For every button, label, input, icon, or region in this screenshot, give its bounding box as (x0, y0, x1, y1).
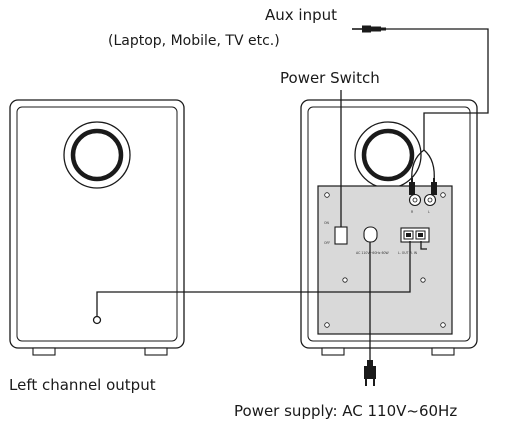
right-woofer-cone (361, 128, 415, 182)
power-switch-label: Power Switch (280, 69, 380, 87)
speaker-terminal-label: L. OUT R. IN (398, 251, 418, 255)
panel-screw (342, 277, 348, 283)
right-speaker-foot-right (431, 347, 455, 356)
power-plug-icon (364, 360, 376, 386)
right-speaker: ON OFF AC 110V~60Hz 60W R L L. OUT R. IN (300, 99, 478, 356)
left-woofer-cone (70, 128, 124, 182)
left-channel-input-port (92, 315, 102, 325)
left-speaker-foot-right (144, 347, 168, 356)
rca-input-right-pin (412, 197, 418, 203)
left-speaker-cabinet (9, 99, 185, 349)
panel-screw (324, 322, 330, 328)
aux-input-devices-label: (Laptop, Mobile, TV etc.) (108, 33, 280, 49)
switch-off-label: OFF (324, 241, 330, 245)
aux-input-label: Aux input (265, 6, 337, 24)
terminal-negative-clip (418, 233, 423, 237)
ac-power-socket[interactable] (363, 226, 378, 243)
left-speaker (9, 99, 185, 356)
rca-r-label: R (411, 210, 414, 214)
rca-input-left-pin (427, 197, 433, 203)
aux-plug-icon (352, 25, 386, 33)
rca-input-left[interactable] (423, 193, 437, 207)
right-speaker-inner-edge (307, 106, 471, 342)
panel-screw (324, 192, 330, 198)
rca-l-label: L (428, 210, 430, 214)
power-switch[interactable] (334, 226, 348, 245)
rear-panel: ON OFF AC 110V~60Hz 60W R L L. OUT R. IN (317, 185, 453, 335)
left-speaker-foot-left (32, 347, 56, 356)
panel-screw (420, 277, 426, 283)
panel-screw (440, 192, 446, 198)
socket-rating-label: AC 110V~60Hz 60W (356, 251, 389, 255)
left-speaker-wire (96, 241, 411, 316)
rear-panel-plate (317, 185, 453, 335)
right-speaker-foot-left (321, 347, 345, 356)
power-supply-label: Power supply: AC 110V~60Hz (234, 402, 457, 420)
cables (96, 28, 489, 362)
terminal-positive-clip (406, 233, 411, 237)
rca-input-right[interactable] (408, 193, 422, 207)
panel-screw (440, 322, 446, 328)
rca-plug-icon (409, 178, 437, 195)
switch-on-label: ON (324, 221, 330, 225)
left-speaker-inner-edge (16, 106, 178, 342)
left-channel-output-label: Left channel output (9, 376, 156, 394)
left-speaker-wire-return (420, 241, 427, 250)
aux-cable (386, 28, 489, 150)
